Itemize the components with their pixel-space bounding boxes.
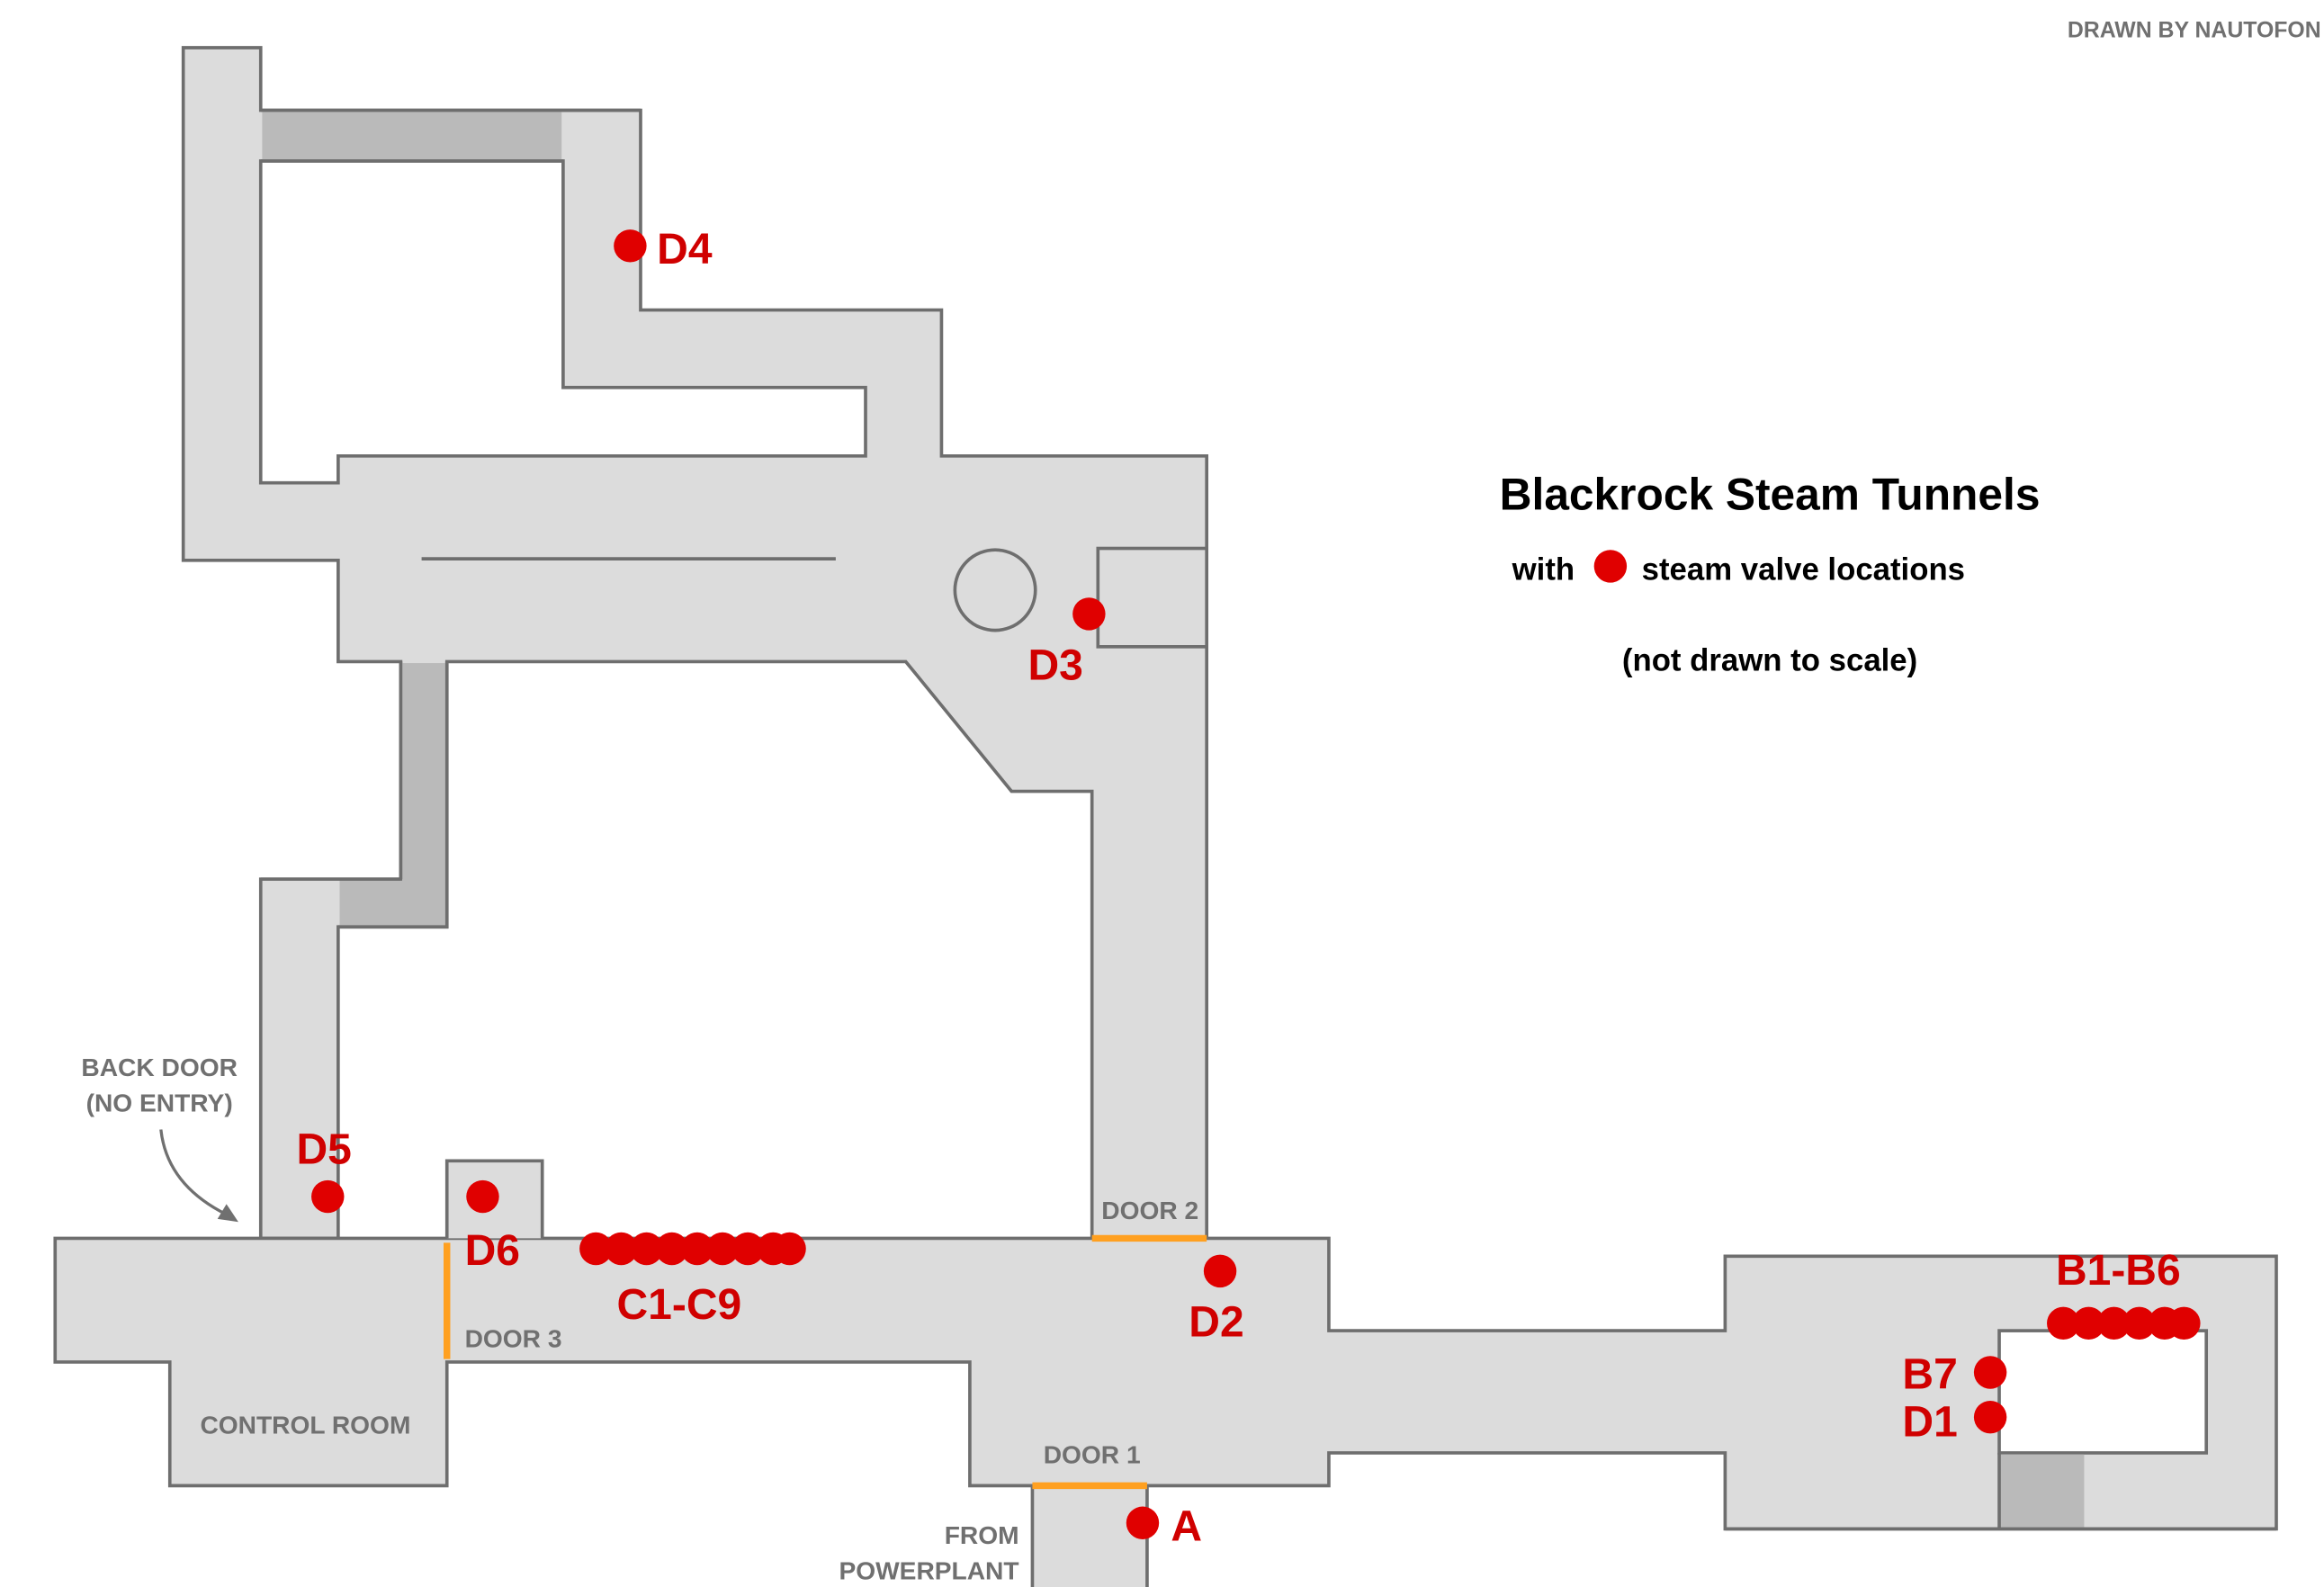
valve-c-marker — [773, 1232, 806, 1266]
valve-d1-label: D1 — [1902, 1399, 1957, 1447]
legend-prefix: with — [1512, 552, 1575, 587]
valve-c-marker — [680, 1232, 714, 1266]
valve-d5-marker — [311, 1179, 345, 1214]
valve-c-marker — [705, 1232, 740, 1266]
round-shaft — [953, 548, 1037, 632]
valve-c-marker — [655, 1232, 688, 1266]
back-door-arrow — [159, 1129, 238, 1223]
valve-c-marker — [579, 1232, 613, 1266]
scale-note: (not drawn to scale) — [1622, 643, 1917, 677]
valve-b-marker — [2072, 1306, 2105, 1340]
control-room-label: CONTROL ROOM — [200, 1411, 410, 1439]
east-inner-room — [1997, 1329, 2209, 1455]
valve-c-marker — [731, 1232, 765, 1266]
from-label: FROM — [945, 1521, 1019, 1549]
doors — [444, 1234, 1207, 1490]
door-1-label: DOOR 1 — [1044, 1441, 1141, 1469]
ramp-west-horizontal — [339, 880, 446, 926]
valve-markers — [311, 229, 2201, 1539]
valve-labels: D4 D3 D5 D6 C1-C9 D2 A B1-B6 B7 D1 — [296, 226, 2180, 1550]
ramps — [262, 112, 2085, 1528]
valve-c1-c9-markers — [579, 1232, 806, 1266]
valve-a-label: A — [1171, 1503, 1202, 1551]
ramp-north — [262, 112, 562, 160]
valve-b7-label: B7 — [1902, 1351, 1957, 1399]
valve-d4-label: D4 — [657, 226, 713, 273]
powerplant-label: POWERPLANT — [839, 1557, 1018, 1585]
valve-d6-label: D6 — [465, 1227, 520, 1275]
legend-suffix: steam valve locations — [1642, 552, 1965, 587]
valve-c1-c9-label: C1-C9 — [616, 1281, 741, 1329]
valve-b1-b6-markers — [2047, 1306, 2201, 1340]
tunnel-floor-plan — [53, 46, 2278, 1587]
valve-a-marker — [1126, 1506, 1160, 1539]
valve-d4-marker — [614, 229, 647, 263]
valve-b-marker — [2047, 1306, 2080, 1340]
area-labels: BACK DOOR (NO ENTRY) CONTROL ROOM DOOR 1… — [81, 18, 2320, 1584]
valve-b-marker — [2167, 1306, 2201, 1340]
valve-d2-label: D2 — [1189, 1299, 1243, 1347]
valve-b-marker — [2122, 1306, 2156, 1340]
back-door-label-line2: (NO ENTRY) — [86, 1089, 233, 1117]
legend-valve-marker — [1593, 550, 1628, 583]
map-title: Blackrock Steam Tunnels — [1500, 469, 2041, 519]
valve-d3-marker — [1072, 597, 1106, 631]
valve-d5-label: D5 — [296, 1126, 351, 1174]
valve-d3-label: D3 — [1027, 641, 1082, 689]
title-block: Blackrock Steam Tunnels with steam valve… — [1500, 469, 2041, 677]
valve-d2-marker — [1203, 1254, 1237, 1288]
valve-c-marker — [605, 1232, 638, 1266]
valve-c-marker — [630, 1232, 663, 1266]
valve-b-marker — [2097, 1306, 2131, 1340]
ramp-east — [2000, 1454, 2085, 1528]
door-2-label: DOOR 2 — [1101, 1197, 1198, 1224]
valve-b7-marker — [1973, 1356, 2007, 1389]
d3-side-room — [1096, 546, 1208, 649]
door-3-label: DOOR 3 — [465, 1324, 562, 1352]
valve-b1-b6-label: B1-B6 — [2056, 1247, 2181, 1295]
ramp-walls — [260, 108, 2277, 1531]
credit-label: DRAWN BY NAUTOFON — [2068, 18, 2321, 42]
valve-d1-marker — [1973, 1400, 2007, 1434]
back-door-label-line1: BACK DOOR — [81, 1054, 238, 1081]
valve-d6-marker — [466, 1179, 499, 1214]
